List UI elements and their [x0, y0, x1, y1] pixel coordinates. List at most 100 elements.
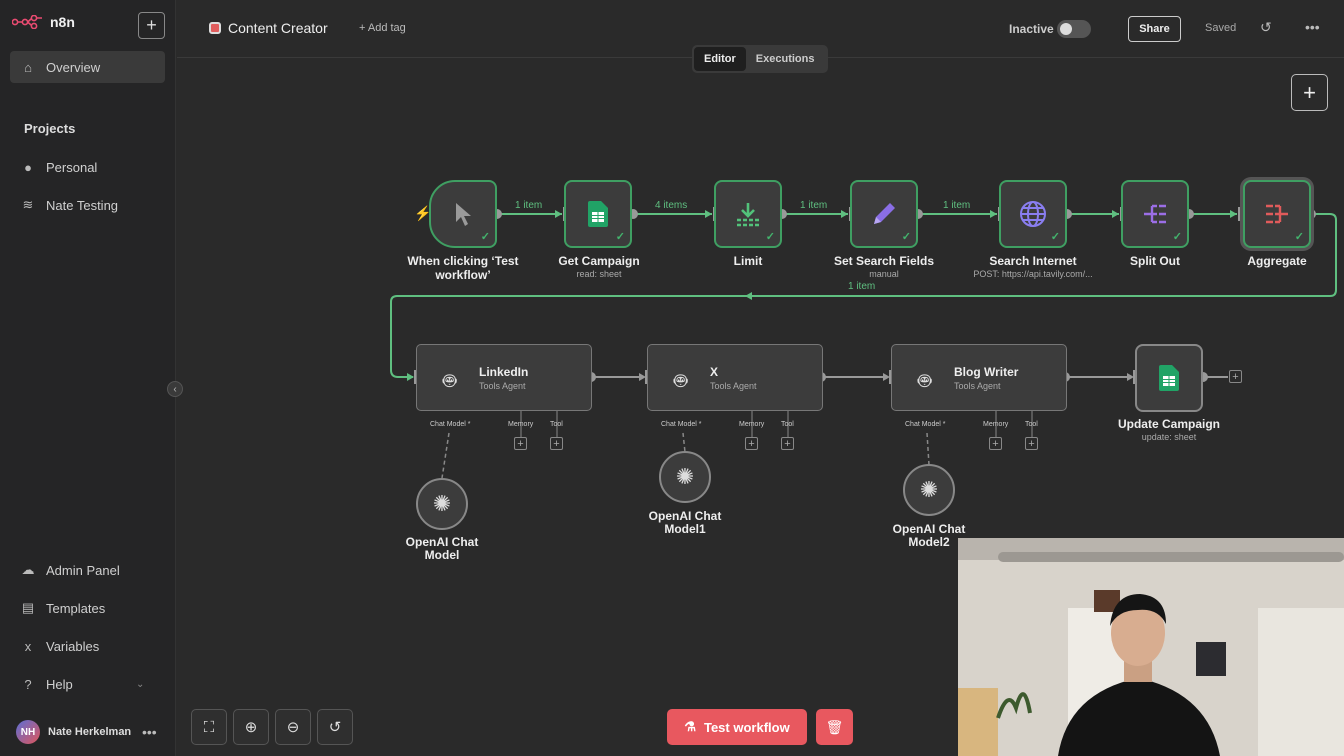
editor-tabs: Editor Executions	[692, 45, 828, 73]
openai-icon: ✺	[919, 477, 939, 502]
brand-name: n8n	[50, 14, 75, 30]
workflow-title[interactable]: Content Creator	[209, 20, 328, 36]
port-memory: Memory	[739, 421, 765, 428]
chevron-down-icon: ⌄	[136, 678, 145, 690]
node-subtitle: read: sheet	[576, 269, 622, 279]
test-workflow-label: Test workflow	[703, 719, 790, 735]
robot-icon: 🤖︎	[674, 368, 688, 393]
pencil-icon	[874, 203, 895, 224]
user-profile[interactable]: NH Nate Herkelman	[16, 720, 131, 744]
workflow-icon	[209, 22, 221, 34]
agent-node-x[interactable]: 🤖︎ X Tools Agent	[647, 344, 823, 411]
node-search-internet[interactable]: ✓	[999, 180, 1067, 248]
check-icon: ✓	[1294, 231, 1304, 243]
agent-title: Blog Writer	[954, 365, 1019, 379]
sidebar-item-label: Personal	[46, 159, 98, 175]
collapse-sidebar-icon[interactable]: ‹	[167, 381, 183, 397]
status-label: Inactive	[1009, 22, 1054, 36]
openai-icon: ✺	[432, 491, 452, 516]
add-tool-button[interactable]: +	[550, 437, 563, 450]
delete-button[interactable]: 🗑︎	[816, 709, 853, 745]
n8n-logo[interactable]: n8n	[12, 14, 75, 30]
sidebar-item-admin-panel[interactable]: ☁ Admin Panel	[10, 554, 165, 586]
node-get-campaign[interactable]: ✓	[564, 180, 632, 248]
user-more-icon[interactable]: •••	[142, 724, 157, 740]
home-icon: ⌂	[24, 59, 32, 75]
node-update-campaign[interactable]	[1135, 344, 1203, 412]
share-button[interactable]: Share	[1128, 16, 1181, 42]
port-memory: Memory	[983, 421, 1009, 428]
more-icon[interactable]: •••	[1305, 19, 1320, 35]
openai-model-node[interactable]: ✺	[416, 478, 468, 530]
node-label: Get Campaign	[558, 254, 640, 268]
projects-label: Projects	[24, 121, 76, 136]
cursor-icon	[456, 203, 471, 226]
download-icon	[737, 203, 759, 227]
avatar: NH	[16, 720, 40, 744]
add-tag-button[interactable]: + Add tag	[359, 22, 406, 34]
sidebar-item-help[interactable]: ? Help ⌄	[10, 668, 165, 700]
sidebar-item-label: Nate Testing	[46, 197, 119, 213]
reset-zoom-icon[interactable]: ↺	[317, 709, 353, 745]
google-sheets-icon	[588, 201, 608, 227]
agent-subtitle: Tools Agent	[710, 381, 757, 391]
port-tool: Tool	[781, 421, 794, 428]
sidebar-item-nate-testing[interactable]: ≋ Nate Testing	[10, 189, 165, 221]
history-icon[interactable]: ↺	[1260, 19, 1272, 35]
tab-editor[interactable]: Editor	[694, 47, 746, 71]
sidebar-item-label: Help	[46, 676, 73, 692]
sidebar-item-variables[interactable]: x Variables	[10, 630, 165, 662]
tab-executions[interactable]: Executions	[755, 53, 815, 65]
add-node-button[interactable]: +	[1229, 370, 1242, 383]
sidebar-item-personal[interactable]: ● Personal	[10, 151, 165, 183]
check-icon: ✓	[615, 231, 625, 243]
node-split-out[interactable]: ✓	[1121, 180, 1189, 248]
node-label: Update Campaign	[1117, 417, 1220, 431]
flask-icon: ⚗	[684, 719, 696, 734]
new-button[interactable]: +	[138, 12, 165, 39]
fit-view-icon[interactable]: ⛶	[191, 709, 227, 745]
user-name: Nate Herkelman	[48, 726, 132, 738]
add-memory-button[interactable]: +	[514, 437, 527, 450]
check-icon: ✓	[901, 231, 911, 243]
sidebar-item-label: Variables	[46, 638, 100, 654]
agent-node-blog-writer[interactable]: 🤖︎ Blog Writer Tools Agent	[891, 344, 1067, 411]
connection-label: 1 item	[848, 281, 876, 292]
node-manual-trigger[interactable]: ✓	[429, 180, 497, 248]
port-tool: Tool	[550, 421, 563, 428]
add-memory-button[interactable]: +	[745, 437, 758, 450]
templates-icon: ▤	[21, 600, 35, 615]
sidebar-item-label: Admin Panel	[46, 562, 120, 578]
zoom-out-icon[interactable]: ⊖	[275, 709, 311, 745]
trash-icon: 🗑︎	[825, 718, 844, 735]
add-memory-button[interactable]: +	[989, 437, 1002, 450]
workflow-title-text: Content Creator	[228, 20, 328, 36]
port-chat-model: Chat Model *	[430, 421, 471, 428]
agent-title: LinkedIn	[479, 365, 529, 379]
openai-model-node[interactable]: ✺	[903, 464, 955, 516]
sidebar-item-templates[interactable]: ▤ Templates	[10, 592, 165, 624]
test-workflow-button[interactable]: ⚗ Test workflow	[667, 709, 807, 745]
sidebar-item-label: Templates	[46, 600, 106, 616]
add-node-canvas-button[interactable]: +	[1291, 74, 1328, 111]
add-tool-button[interactable]: +	[1025, 437, 1038, 450]
saved-status: Saved	[1205, 22, 1237, 34]
aggregate-icon	[1266, 204, 1288, 224]
split-icon	[1144, 204, 1166, 224]
check-icon: ✓	[1050, 231, 1060, 243]
sidebar-item-overview[interactable]: ⌂ Overview	[10, 51, 165, 83]
active-toggle[interactable]	[1057, 20, 1091, 38]
node-aggregate[interactable]: ✓	[1243, 180, 1311, 248]
connection-label: 4 items	[655, 200, 688, 211]
openai-model-node[interactable]: ✺	[659, 451, 711, 503]
agent-node-linkedin[interactable]: 🤖︎ LinkedIn Tools Agent	[416, 344, 592, 411]
cloud-icon: ☁	[21, 562, 35, 577]
add-tool-button[interactable]: +	[781, 437, 794, 450]
node-set-search-fields[interactable]: ✓	[850, 180, 918, 248]
zoom-in-icon[interactable]: ⊕	[233, 709, 269, 745]
node-limit[interactable]: ✓	[714, 180, 782, 248]
